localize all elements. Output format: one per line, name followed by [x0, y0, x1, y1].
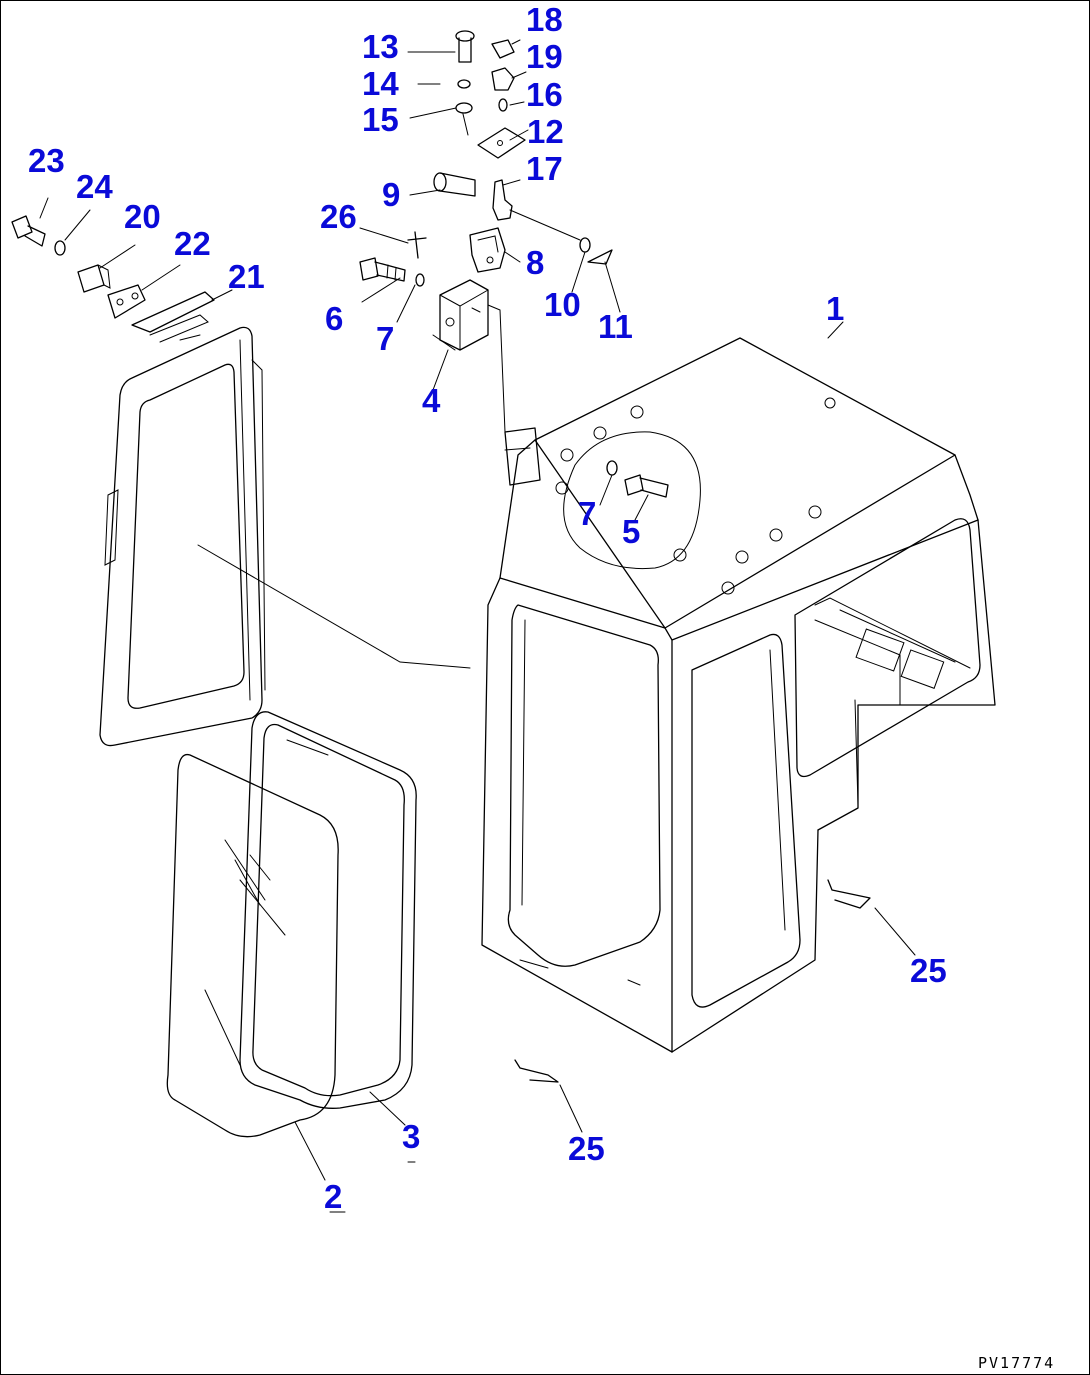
- part-16-spring: [498, 98, 508, 112]
- callout-17: 17: [526, 150, 563, 187]
- part-6-bolt: [359, 257, 406, 282]
- callout-14: 14: [362, 65, 399, 102]
- part-8-bracket: [469, 227, 506, 273]
- callout-15: 15: [362, 101, 399, 138]
- part-13-bolt: [455, 30, 475, 63]
- callout-25b: 25: [568, 1130, 605, 1167]
- part-18-cap: [491, 39, 515, 59]
- part-7-washer-b: [606, 460, 618, 476]
- part-10-washer: [579, 237, 591, 253]
- part-21-latch: [131, 291, 215, 343]
- callout-labels: 1 2 3 4 5 6 7 7 8 9 10 11 12 13 14 15 16…: [28, 1, 947, 1215]
- callout-7a: 7: [376, 320, 394, 357]
- callout-23: 23: [28, 142, 65, 179]
- part-12-plate: [477, 127, 526, 159]
- cab-body: [481, 337, 996, 1053]
- callout-5: 5: [622, 513, 640, 550]
- callout-7b: 7: [578, 495, 596, 532]
- callout-20: 20: [124, 198, 161, 235]
- part-25-clip-a: [827, 879, 871, 909]
- roof-bolts: [555, 397, 836, 595]
- document-id: PV17774: [978, 1354, 1055, 1372]
- callout-8: 8: [526, 244, 544, 281]
- part-9-pin: [433, 172, 476, 197]
- leader-lines: [39, 39, 916, 1213]
- part-4-hinge-block: [439, 279, 506, 433]
- callout-11: 11: [598, 308, 633, 345]
- part-14-spring-washer: [457, 79, 471, 89]
- callout-21: 21: [228, 258, 265, 295]
- part-24-washer: [54, 240, 66, 256]
- callout-19: 19: [526, 38, 563, 75]
- part-11-cotter-pin: [587, 249, 613, 265]
- part-7-washer: [415, 273, 425, 287]
- door-glass: [166, 753, 339, 1138]
- part-19-nut: [491, 67, 515, 91]
- callout-10: 10: [544, 286, 581, 323]
- callout-6: 6: [325, 300, 343, 337]
- callout-25a: 25: [910, 952, 947, 989]
- part-23-bolt: [11, 215, 46, 247]
- callout-16: 16: [526, 76, 563, 113]
- callout-26: 26: [320, 198, 357, 235]
- callout-18: 18: [526, 1, 563, 38]
- part-20-striker: [77, 264, 111, 293]
- callout-13: 13: [362, 28, 399, 65]
- part-17-lever: [492, 179, 513, 221]
- callout-22: 22: [174, 225, 211, 262]
- detail-bubble: [563, 431, 701, 570]
- callout-9: 9: [382, 176, 400, 213]
- cab-interior-dashboard: [814, 597, 971, 806]
- lever-link-line: [509, 209, 581, 241]
- part-26-pin: [407, 231, 427, 259]
- door-frame-assembly: [99, 326, 266, 747]
- part-22-plate: [107, 284, 146, 319]
- callout-1: 1: [826, 290, 844, 327]
- part-15-washer: [455, 102, 473, 136]
- callout-24: 24: [76, 168, 113, 205]
- part-25-clip-b: [514, 1059, 559, 1083]
- glass-weatherstrip: [239, 711, 417, 1109]
- part-5-bolt: [624, 474, 669, 498]
- callout-2: 2: [324, 1178, 342, 1215]
- callout-3: 3: [402, 1118, 420, 1155]
- callout-12: 12: [527, 113, 564, 150]
- callout-4: 4: [422, 382, 441, 419]
